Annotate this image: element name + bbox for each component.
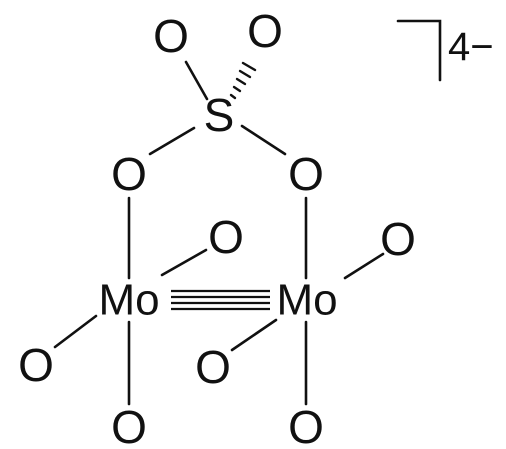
- bond-s-o-bridge-left: [148, 126, 196, 156]
- hash-stroke: [232, 85, 242, 93]
- bond-mo-left-o-left: [53, 314, 98, 349]
- atom-o-mo-right-lower-left: O: [195, 341, 231, 393]
- bond-mo-mo-quadruple: [171, 289, 270, 311]
- atom-o-mo-right-upper: O: [380, 213, 416, 265]
- hash-stroke: [235, 77, 247, 86]
- charge-bracket: [396, 19, 442, 82]
- atom-o-top-left: O: [153, 10, 189, 62]
- atom-o-mo-left-upper: O: [208, 211, 244, 263]
- bond-mo-left-o-upper: [160, 248, 208, 277]
- bond-s-o-top-right-hashed: [229, 61, 257, 100]
- atom-o-mo-left-left: O: [18, 339, 54, 391]
- atom-o-mo-right-bottom: O: [288, 401, 324, 449]
- bond-mo-right-o-lower-left: [230, 318, 278, 352]
- atom-mo-right: Mo: [276, 276, 337, 325]
- hash-stroke: [241, 61, 257, 72]
- bond-s-o-top-left: [184, 60, 209, 101]
- atom-o-top-right: O: [247, 5, 283, 57]
- hash-stroke: [229, 93, 237, 100]
- atom-o-bridge-right: O: [288, 148, 324, 200]
- bond-mo-right-o-upper: [343, 252, 385, 280]
- hash-stroke: [238, 69, 252, 79]
- bond-s-o-bridge-right: [240, 124, 287, 156]
- atom-o-mo-left-bottom: O: [111, 401, 147, 449]
- atom-mo-left: Mo: [98, 276, 159, 325]
- bonds: [53, 60, 385, 406]
- atom-labels: O O S O O O O Mo Mo O O O O: [18, 5, 416, 449]
- charge-label: 4−: [448, 25, 494, 69]
- atom-o-bridge-left: O: [111, 148, 147, 200]
- atom-sulfur: S: [204, 89, 235, 141]
